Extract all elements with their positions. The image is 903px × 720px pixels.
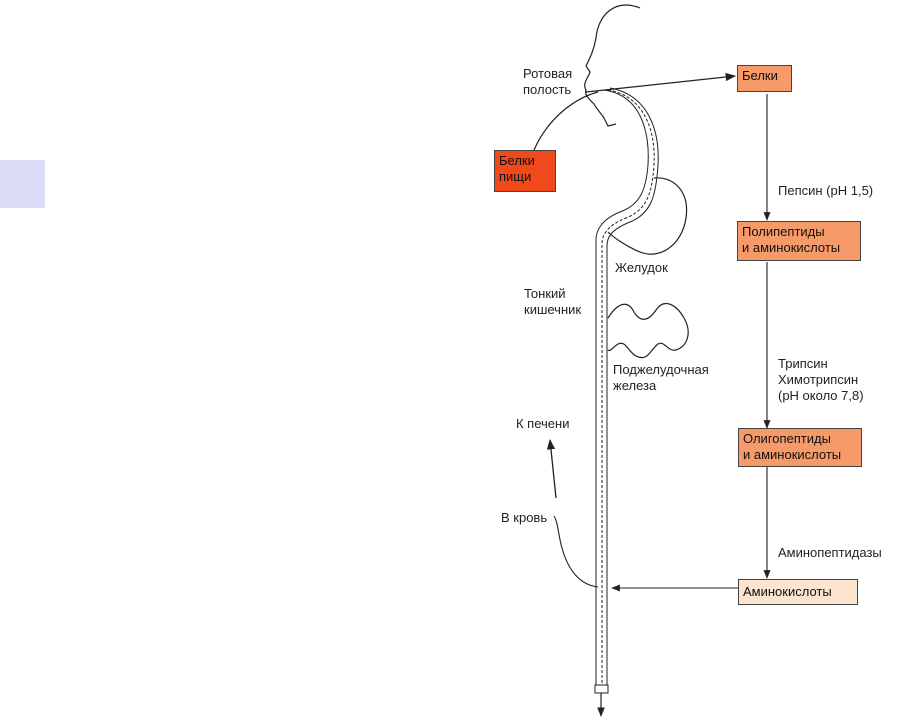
- pancreas-shape: [607, 302, 689, 359]
- mouth-to-proteins-arrow: [585, 72, 737, 93]
- polypeptides-box: Полипептиды и аминокислоты: [737, 221, 861, 261]
- to-blood-label: В кровь: [501, 510, 548, 525]
- trypsin-label: Трипсин Химотрипсин (pH около 7,8): [778, 356, 864, 403]
- food-curve: [533, 91, 599, 151]
- to-liver-arrow: [546, 438, 557, 499]
- proteins-box: Белки: [737, 65, 792, 92]
- aminopeptidases-label: Аминопептидазы: [778, 545, 882, 560]
- pepsin-label: Пепсин (pH 1,5): [778, 183, 874, 198]
- food-proteins-box: Белки пищи: [494, 150, 556, 192]
- amino-acids-box: Аминокислоты: [738, 579, 858, 605]
- tube-end: [594, 684, 609, 694]
- stomach-label: Желудок: [615, 260, 668, 275]
- esophagus-inner: [601, 89, 655, 690]
- pancreas-label: Поджелудочная железа: [613, 362, 709, 393]
- oligopeptides-box: Олигопептиды и аминокислоты: [738, 428, 862, 467]
- head-profile: [584, 4, 641, 127]
- stomach-shape: [607, 177, 688, 255]
- oral-cavity-label: Ротовая полость: [523, 66, 573, 97]
- to-liver-label: К печени: [516, 416, 570, 431]
- small-intestine-label: Тонкий кишечник: [524, 286, 582, 317]
- esophagus: [595, 89, 649, 690]
- accent-square: [0, 160, 45, 208]
- blood-curve: [553, 515, 599, 588]
